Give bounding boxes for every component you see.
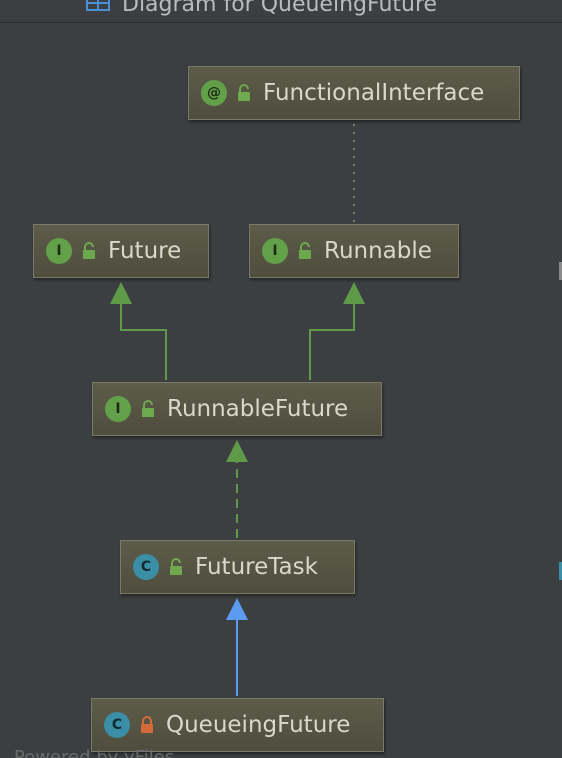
node-functionalinterface[interactable]: @ FunctionalInterface: [188, 66, 520, 120]
diagram-title: Diagram for QueueingFuture: [122, 0, 438, 17]
node-label: FutureTask: [195, 554, 318, 580]
edge-runnablefuture-future-arrowhead: [110, 282, 132, 304]
interface-icon: I: [46, 238, 72, 264]
node-label: Runnable: [324, 238, 432, 264]
annotation-type-icon: @: [201, 80, 227, 106]
public-lock-icon: [299, 242, 311, 259]
node-label: QueueingFuture: [166, 712, 351, 738]
private-lock-icon: [141, 716, 153, 733]
offscreen-edge-marker: [559, 262, 562, 280]
powered-by-label: Powered by yFiles: [14, 747, 175, 758]
node-queueingfuture[interactable]: C QueueingFuture: [91, 698, 384, 752]
node-runnable[interactable]: I Runnable: [249, 224, 459, 278]
class-icon: C: [104, 712, 130, 738]
interface-icon: I: [105, 396, 131, 422]
public-lock-icon: [83, 242, 95, 259]
public-lock-icon: [170, 558, 182, 575]
class-icon: C: [133, 554, 159, 580]
node-label: RunnableFuture: [167, 396, 349, 422]
node-futuretask[interactable]: C FutureTask: [120, 540, 355, 594]
offscreen-edge-marker: [559, 562, 562, 580]
node-future[interactable]: I Future: [33, 224, 209, 278]
edge-queueingfuture-futuretask-arrowhead: [226, 598, 248, 620]
interface-icon: I: [262, 238, 288, 264]
public-lock-icon: [142, 400, 154, 417]
diagram-icon: [86, 0, 110, 11]
node-label: Future: [108, 238, 182, 264]
edge-futuretask-runnablefuture-arrowhead: [226, 440, 248, 462]
node-label: FunctionalInterface: [263, 80, 485, 106]
diagram-titlebar: Diagram for QueueingFuture: [0, 0, 562, 23]
edge-runnablefuture-future: [120, 304, 167, 380]
edge-runnablefuture-runnable-arrowhead: [343, 282, 365, 304]
public-lock-icon: [238, 84, 250, 101]
edge-runnablefuture-runnable: [309, 304, 355, 380]
node-runnablefuture[interactable]: I RunnableFuture: [92, 382, 382, 436]
